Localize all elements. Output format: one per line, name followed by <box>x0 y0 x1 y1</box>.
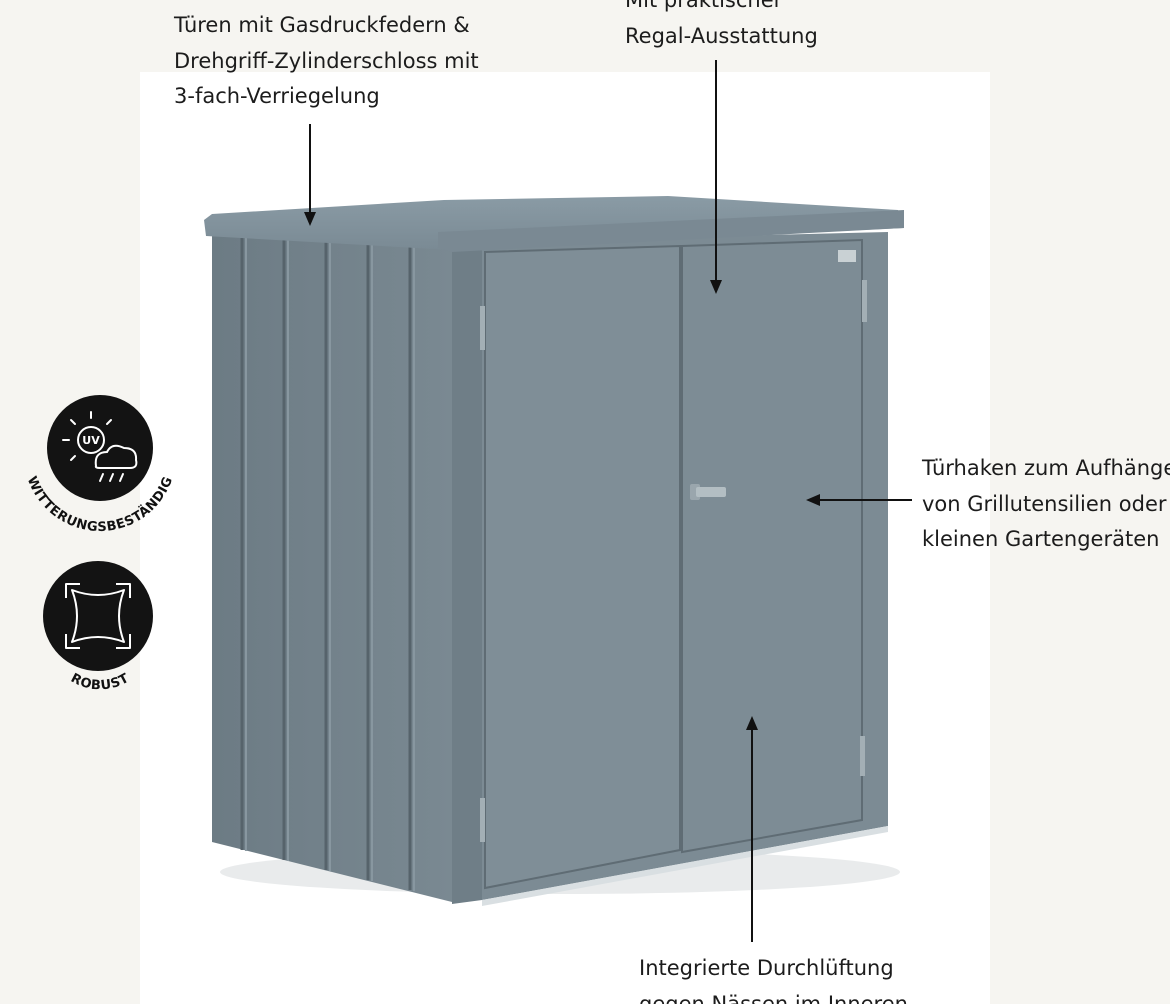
hinge-icon <box>480 798 485 842</box>
callout-door-hooks: Türhaken zum Aufhängen von Grillutensili… <box>922 451 1170 558</box>
weather-resistant-badge: UV WITTERUNGSBESTÄNDIG <box>24 395 176 535</box>
arrow-hooks-icon <box>806 494 912 506</box>
hinge-icon <box>862 280 867 322</box>
callout-line: Drehgriff-Zylinderschloss mit <box>174 48 479 73</box>
arrow-doors-icon <box>304 124 316 226</box>
callout-line: gegen Nässen im Inneren <box>639 991 908 1004</box>
svg-text:ROBUST: ROBUST <box>68 671 132 694</box>
door-handle-lock-icon[interactable] <box>690 484 726 500</box>
callout-ventilation: Integrierte Durchlüftung gegen Nässen im… <box>639 951 908 1004</box>
callout-line: Türen mit Gasdruckfedern & <box>174 13 470 37</box>
callout-shelving: Mit praktischer Regal-Ausstattung <box>625 0 818 54</box>
brand-plate <box>838 250 856 262</box>
garden-storage-shed <box>204 196 904 906</box>
callout-doors-lock: Türen mit Gasdruckfedern & Drehgriff-Zyl… <box>174 8 479 115</box>
robust-badge-label: ROBUST <box>68 671 131 694</box>
callout-line: Regal-Ausstattung <box>625 23 818 48</box>
robust-badge: ROBUST <box>43 561 153 693</box>
arrow-shelf-icon <box>710 60 722 294</box>
hinge-icon <box>480 306 485 350</box>
hinge-icon <box>860 736 865 776</box>
side-wall-ribs <box>240 238 412 890</box>
shed-side-wall <box>212 236 452 902</box>
shield-square-icon <box>65 583 131 649</box>
shed-base <box>482 826 888 906</box>
sun-cloud-rain-icon <box>62 411 138 482</box>
callout-arrows <box>304 60 912 942</box>
uv-label: UV <box>82 434 100 447</box>
left-door[interactable] <box>484 244 681 890</box>
front-corner-post <box>452 246 482 904</box>
callout-line: 3-fach-Verriegelung <box>174 84 380 108</box>
callout-line: Mit praktischer <box>625 0 783 12</box>
right-door[interactable] <box>681 238 863 854</box>
callout-line: kleinen Gartengeräten <box>922 527 1160 551</box>
callout-line: Türhaken zum Aufhängen <box>922 456 1170 480</box>
callout-line: von Grillutensilien oder <box>922 491 1167 516</box>
callout-line: Integrierte Durchlüftung <box>639 956 894 980</box>
arrow-ventilation-icon <box>746 716 758 942</box>
roof-front-edge <box>438 210 904 252</box>
